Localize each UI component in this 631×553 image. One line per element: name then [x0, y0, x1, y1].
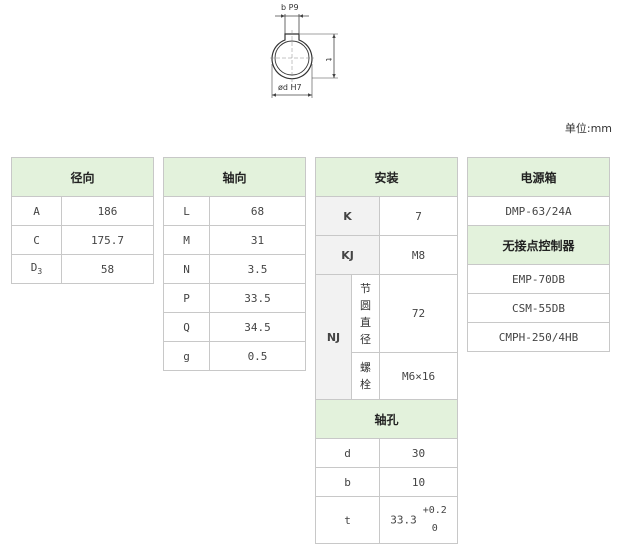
table-row: t 33.3 +0.2 0 — [315, 496, 459, 544]
bore-d-value: 30 — [378, 438, 459, 468]
table-row: CSM-55DB — [467, 293, 610, 323]
table-row: d 30 — [315, 438, 459, 468]
t-dimension-label: t — [324, 58, 333, 61]
radial-table: 径向 A 186 C 175.7 D3 58 — [10, 157, 155, 284]
unit-label: 单位:mm — [564, 122, 612, 135]
radial-label-d3: D3 — [11, 254, 62, 284]
bore-diagram: b P9 t ød H7 — [256, 2, 356, 98]
table-row: 螺栓 M6×16 — [316, 352, 459, 400]
d-dimension-label: ød H7 — [278, 83, 302, 92]
axial-value: 68 — [208, 196, 307, 226]
bore-b-label: b — [315, 467, 380, 497]
install-k-label: K — [315, 196, 380, 236]
axial-value: 3.5 — [208, 254, 307, 284]
radial-label-c: C — [11, 225, 62, 255]
axial-label: P — [163, 283, 210, 313]
radial-value-c: 175.7 — [60, 225, 155, 255]
axial-label: L — [163, 196, 210, 226]
install-nj-pcd-value: 72 — [378, 274, 459, 353]
install-nj-pcd-label: 节圆直径 — [351, 274, 380, 353]
axial-value: 31 — [208, 225, 307, 255]
install-nj-bolt-label: 螺栓 — [351, 352, 380, 400]
table-row: A 186 — [11, 196, 155, 226]
table-row: b 10 — [315, 467, 459, 497]
bore-title: 轴孔 — [314, 399, 459, 439]
contactless-link-cmph[interactable]: CMPH-250/4HB — [467, 322, 610, 352]
axial-label: N — [163, 254, 210, 284]
bore-t-label: t — [315, 496, 380, 544]
bore-t-value: 33.3 — [390, 513, 417, 527]
table-row: DMP-63/24A — [467, 196, 610, 226]
radial-title: 径向 — [10, 157, 155, 197]
axial-label: Q — [163, 312, 210, 342]
axial-value: 34.5 — [208, 312, 307, 342]
install-k-value: 7 — [378, 196, 459, 236]
axial-title: 轴向 — [162, 157, 307, 197]
radial-value-a: 186 — [60, 196, 155, 226]
table-row: CMPH-250/4HB — [467, 322, 610, 352]
contactless-title: 无接点控制器 — [467, 225, 610, 265]
radial-label-a: A — [11, 196, 62, 226]
contactless-link-csm[interactable]: CSM-55DB — [467, 293, 610, 323]
bore-t-value-cell: 33.3 +0.2 0 — [378, 496, 459, 544]
install-kj-value: M8 — [378, 235, 459, 275]
bore-diagram-svg: b P9 t ød H7 — [270, 3, 338, 98]
axial-label: g — [163, 341, 210, 371]
bore-t-tolerance: +0.2 0 — [423, 502, 447, 538]
bore-t-tol-lower: 0 — [431, 523, 438, 534]
axial-value: 33.5 — [208, 283, 307, 313]
power-link-dmp[interactable]: DMP-63/24A — [467, 196, 610, 226]
table-row: C 175.7 — [11, 225, 155, 255]
install-table: 安装 K 7 KJ M8 NJ 节圆直径 72 螺栓 M6×16 轴孔 d 30… — [314, 157, 459, 544]
bore-d-label: d — [315, 438, 380, 468]
install-nj-label: NJ — [315, 274, 352, 400]
bore-b-value: 10 — [378, 467, 459, 497]
radial-value-d3: 58 — [60, 254, 155, 284]
axial-value: 0.5 — [208, 341, 307, 371]
b-dimension-label: b P9 — [281, 3, 299, 12]
table-row: KJ M8 — [315, 235, 459, 275]
install-title: 安装 — [314, 157, 459, 197]
table-row: K 7 — [315, 196, 459, 236]
install-kj-label: KJ — [315, 235, 380, 275]
contactless-link-emp[interactable]: EMP-70DB — [467, 264, 610, 294]
table-row: D3 58 — [11, 254, 155, 284]
axial-label: M — [163, 225, 210, 255]
table-row: NJ 节圆直径 72 — [315, 274, 459, 400]
bore-t-tol-upper: +0.2 — [422, 505, 447, 516]
install-nj-bolt-value: M6×16 — [378, 352, 459, 400]
power-table: 电源箱 DMP-63/24A 无接点控制器 EMP-70DB CSM-55DB … — [467, 157, 610, 352]
power-title: 电源箱 — [467, 157, 610, 197]
table-row: EMP-70DB — [467, 264, 610, 294]
